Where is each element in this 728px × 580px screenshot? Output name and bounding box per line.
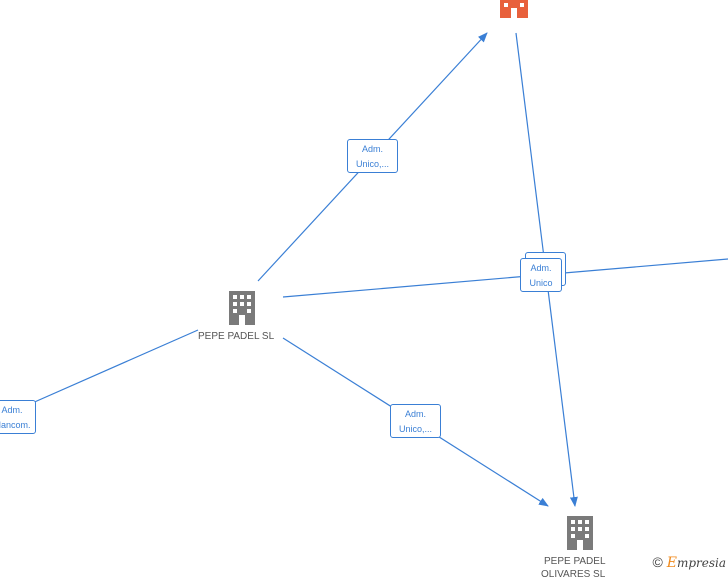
edge-pepe-to-right — [282, 258, 728, 298]
edge-label-adm-unico-center[interactable]: Adm. Unico — [520, 258, 562, 292]
edge-label-adm-unico-bottom[interactable]: Adm. Unico,... — [390, 404, 441, 438]
copyright-icon: © — [652, 554, 663, 570]
edge-label-adm-mancom[interactable]: Adm. Mancom. — [0, 400, 36, 434]
edge-label-adm-unico-top[interactable]: Adm. Unico,... — [347, 139, 398, 173]
node-label-pepe-padel[interactable]: PEPE PADEL SL — [198, 331, 275, 342]
node-label-olivares-line1[interactable]: PEPE PADEL — [544, 556, 606, 567]
building-icon[interactable] — [567, 516, 593, 550]
copyright-notice: © Empresia — [652, 554, 726, 571]
building-icon[interactable] — [229, 291, 255, 325]
edge-label-line1: Adm. — [530, 263, 552, 273]
brand-rest: mpresia — [676, 556, 726, 570]
edge-label-line2: Unico,... — [355, 159, 389, 169]
edge-label-line1: Adm. — [404, 409, 426, 419]
building-icon[interactable] — [500, 0, 528, 18]
edge-label-line2: Unico — [529, 278, 553, 288]
edge-label-line1: Adm. — [1, 405, 23, 415]
empresia-logo[interactable]: Empresia — [666, 555, 726, 571]
edge-label-line2: Unico,... — [398, 424, 432, 434]
brand-initial: E — [666, 555, 677, 571]
edge-left-to-pepe — [29, 329, 199, 405]
edge-label-line1: Adm. — [361, 144, 383, 154]
edge-label-line2: Mancom. — [0, 420, 31, 430]
